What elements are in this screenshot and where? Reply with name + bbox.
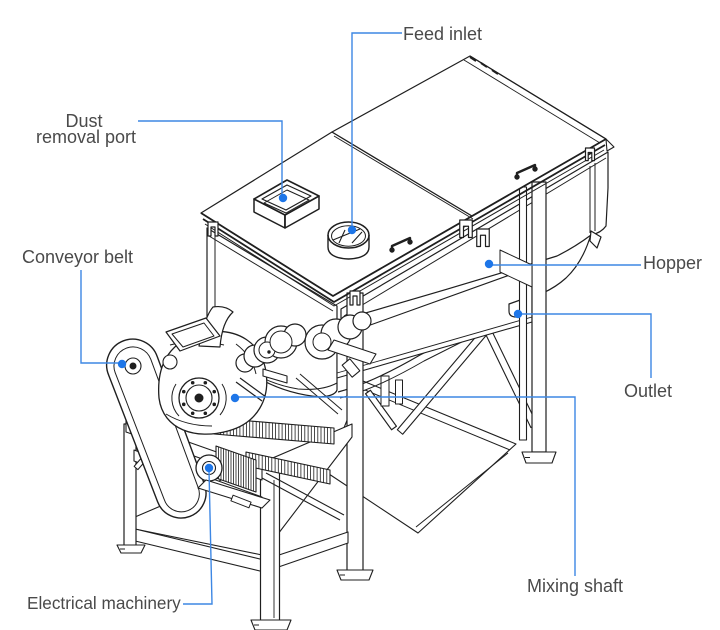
svg-text:Outlet: Outlet bbox=[624, 381, 672, 401]
svg-text:Conveyor belt: Conveyor belt bbox=[22, 247, 133, 267]
svg-text:Feed inlet: Feed inlet bbox=[403, 24, 482, 44]
svg-text:Dust: Dust bbox=[65, 111, 102, 131]
svg-text:removal port: removal port bbox=[36, 127, 136, 147]
svg-text:Electrical machinery: Electrical machinery bbox=[27, 593, 181, 613]
svg-text:Mixing shaft: Mixing shaft bbox=[527, 576, 623, 596]
svg-text:Hopper: Hopper bbox=[643, 253, 702, 273]
